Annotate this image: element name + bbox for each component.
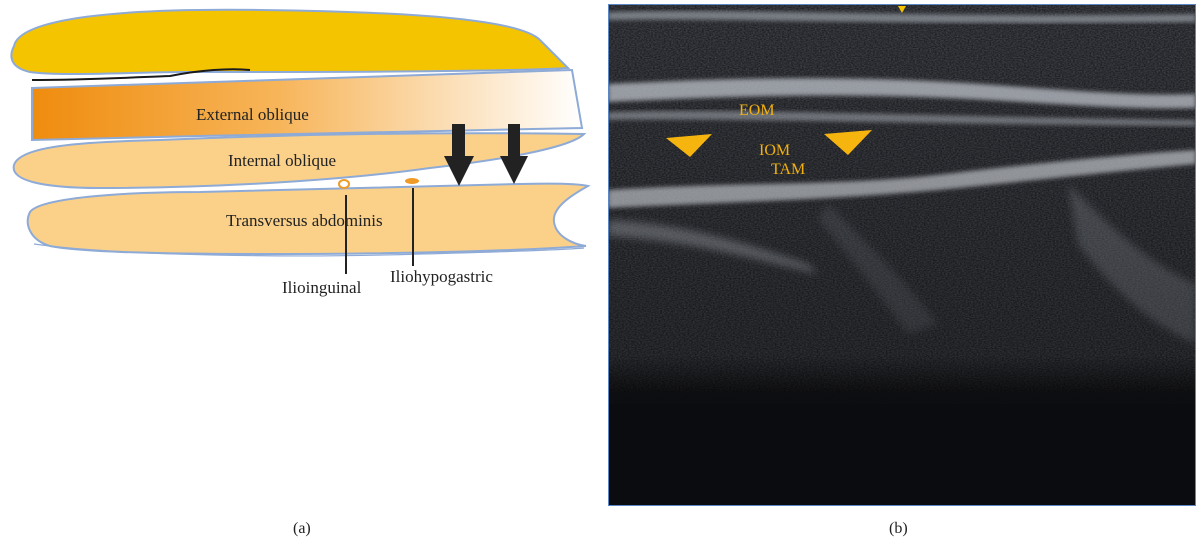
ultrasound-image: EOM IOM TAM	[608, 4, 1196, 506]
external-oblique-label: External oblique	[196, 105, 309, 124]
ilioinguinal-nerve-marker	[339, 180, 349, 188]
internal-oblique-label: Internal oblique	[228, 151, 336, 170]
caption-a: (a)	[293, 520, 311, 538]
iliohypogastric-label: Iliohypogastric	[390, 267, 493, 286]
iliohypogastric-nerve-marker	[405, 178, 419, 184]
tam-label: TAM	[771, 161, 805, 178]
ilioinguinal-label: Ilioinguinal	[282, 278, 362, 297]
caption-b: (b)	[889, 520, 908, 538]
transversus-abdominis-label: Transversus abdominis	[226, 211, 383, 230]
subcutaneous-fat-layer	[11, 10, 568, 74]
abdominal-wall-diagram: External oblique Internal oblique Transv…	[0, 0, 600, 320]
iom-label: IOM	[759, 142, 790, 159]
eom-label: EOM	[739, 102, 775, 119]
